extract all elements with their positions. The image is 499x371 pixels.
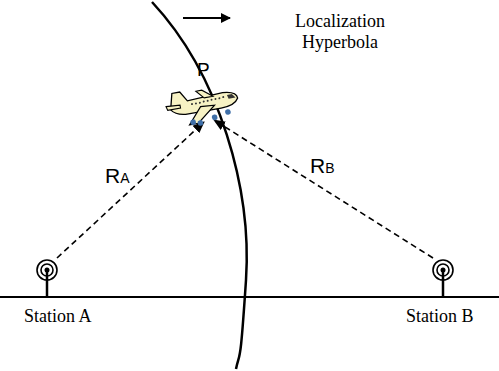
- pointer-arrow: [183, 17, 230, 19]
- pointer-label: Localization Hyperbola: [280, 11, 400, 52]
- point-label: P: [197, 59, 210, 81]
- range-line-b: [214, 120, 433, 258]
- range-label: RB: [310, 154, 335, 178]
- station-a-antenna: [37, 260, 57, 297]
- range-line-a: [57, 122, 204, 258]
- station-b-antenna: [433, 260, 453, 297]
- range-label: RA: [105, 164, 130, 188]
- hyperbola-curve: [152, 2, 247, 369]
- station-label: Station A: [24, 306, 92, 327]
- airplane: [164, 82, 241, 131]
- ground-line: [0, 296, 499, 298]
- station-label: Station B: [406, 306, 474, 327]
